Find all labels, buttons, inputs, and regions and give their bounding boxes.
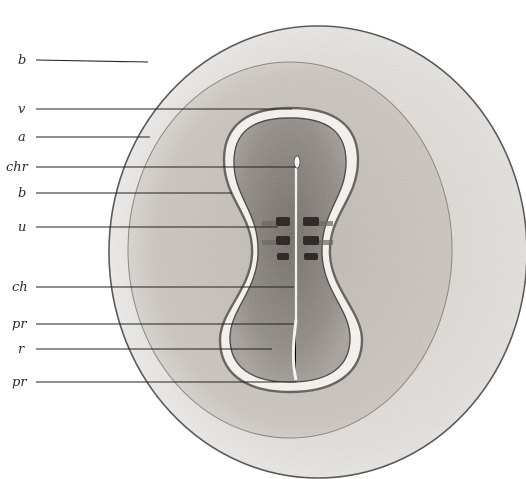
somite-left-2 [276, 236, 290, 245]
label-v: v [18, 102, 26, 117]
somite-left-1 [276, 217, 290, 226]
label-b-outer: b [18, 53, 26, 68]
labels: b v a chr b u ch pr r pr [6, 53, 29, 390]
somite-right-3 [304, 253, 318, 260]
label-pr-lower: pr [12, 375, 27, 390]
somite-left-3 [277, 253, 289, 260]
label-u: u [18, 220, 26, 235]
notochord-head [294, 156, 300, 168]
label-a: a [18, 130, 26, 145]
leader-b-outer [36, 60, 148, 62]
somite-right-2 [303, 236, 319, 245]
label-ch: ch [12, 280, 28, 295]
label-r: r [18, 342, 25, 357]
label-b-inner: b [18, 186, 26, 201]
label-chr: chr [6, 160, 29, 175]
somite-right-1 [303, 217, 319, 226]
label-pr-upper: pr [12, 317, 27, 332]
primitive-groove [293, 320, 296, 380]
